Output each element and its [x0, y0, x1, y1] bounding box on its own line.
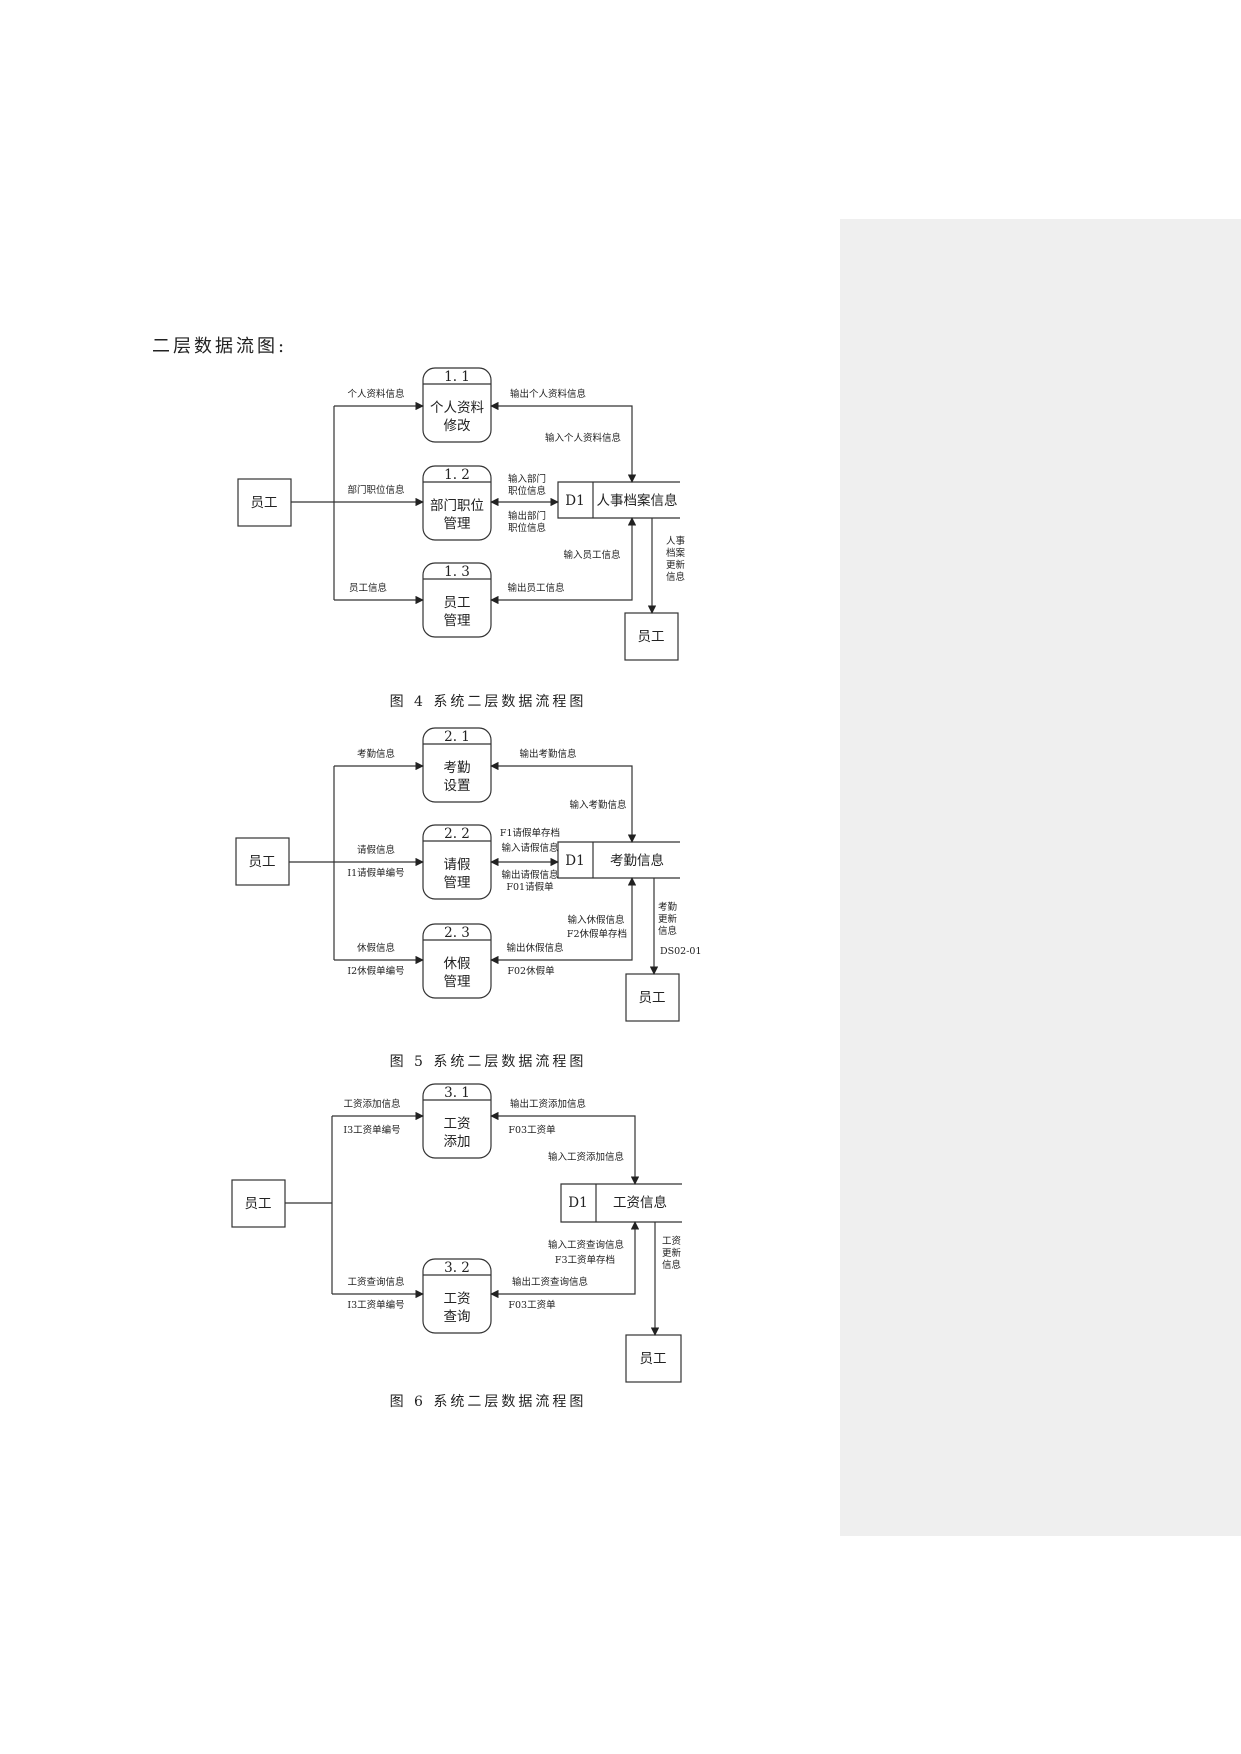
- entity-right-label: 员工: [640, 1351, 667, 1367]
- figure-caption: 图 6 系统二层数据流程图: [390, 1394, 587, 1410]
- flow-label: 输出员工信息: [507, 582, 564, 594]
- update-flow-label: 信息: [658, 925, 677, 937]
- flow-label: F01请假单: [506, 881, 554, 893]
- update-flow-label: 信息: [662, 1259, 681, 1271]
- flow-label: F1请假单存档: [500, 827, 560, 839]
- update-flow-label: 工资: [662, 1236, 682, 1247]
- process-name: 管理: [444, 516, 471, 532]
- figure-caption: 图 5 系统二层数据流程图: [390, 1054, 587, 1070]
- process-name: 工资: [444, 1116, 471, 1132]
- flow-label: 输出考勤信息: [519, 748, 576, 760]
- section-heading: 二层数据流图:: [152, 336, 288, 357]
- flow-label: 输入请假信息: [501, 842, 558, 854]
- flow-label: 部门职位信息: [347, 484, 404, 496]
- process-name: 管理: [444, 613, 471, 629]
- flow-label: 输出部门: [508, 510, 546, 522]
- process-id: 3. 2: [444, 1260, 470, 1276]
- entity-left-label: 员工: [249, 854, 276, 870]
- flow-label: 考勤信息: [357, 748, 395, 760]
- flow-label: 休假信息: [357, 942, 395, 954]
- flow-label: F03工资单: [508, 1124, 556, 1136]
- process-name: 部门职位: [430, 498, 484, 514]
- process-id: 1. 3: [444, 564, 470, 580]
- flow-label: 输出工资查询信息: [512, 1276, 588, 1288]
- flow-label: 个人资料信息: [347, 388, 404, 400]
- update-flow-label: 人事: [666, 535, 686, 547]
- process-id: 2. 3: [444, 925, 470, 941]
- flow-label: 输出休假信息: [506, 942, 563, 954]
- process-name: 考勤: [444, 760, 471, 776]
- flow-label: 输入工资添加信息: [548, 1151, 624, 1163]
- update-flow-label: 信息: [666, 571, 685, 583]
- flow-label: I1请假单编号: [347, 867, 404, 879]
- flow-label: 输入考勤信息: [569, 799, 626, 811]
- data-store-id: D1: [565, 853, 584, 869]
- process-name: 查询: [444, 1309, 471, 1325]
- process-id: 2. 2: [444, 826, 470, 842]
- entity-left-label: 员工: [251, 495, 278, 511]
- update-flow-label: 更新: [662, 1247, 682, 1259]
- flow-label: 请假信息: [357, 844, 395, 856]
- process-name: 设置: [444, 778, 471, 794]
- flow-label: 输入工资查询信息: [548, 1239, 624, 1251]
- data-store-name: 工资信息: [613, 1194, 667, 1211]
- process-id: 2. 1: [444, 729, 470, 745]
- process-id: 3. 1: [444, 1085, 470, 1101]
- flow-label: 输出个人资料信息: [510, 388, 586, 400]
- flow-label: F02休假单: [507, 965, 555, 977]
- figure-caption: 图 4 系统二层数据流程图: [390, 694, 587, 710]
- flow-label: F2休假单存档: [567, 928, 627, 940]
- flow-label: F3工资单存档: [555, 1254, 615, 1266]
- process-name: 管理: [444, 974, 471, 990]
- flow-label: 输出请假信息: [501, 869, 558, 881]
- process-id: 1. 2: [444, 467, 470, 483]
- update-flow-label: 更新: [658, 913, 678, 925]
- update-flow-label: 更新: [666, 559, 686, 571]
- flow-label: 工资添加信息: [343, 1098, 400, 1110]
- entity-left-label: 员工: [245, 1196, 272, 1212]
- flow-label: 员工信息: [349, 582, 387, 594]
- process-name: 管理: [444, 875, 471, 891]
- flow-label: 输入个人资料信息: [545, 432, 621, 444]
- flow-label: 职位信息: [508, 522, 546, 534]
- comment-sidebar: [840, 219, 1241, 1536]
- data-store-name: 考勤信息: [610, 852, 664, 869]
- data-store-id: D1: [568, 1195, 587, 1211]
- flow-label: 输入部门: [508, 473, 546, 485]
- data-store-name: 人事档案信息: [597, 492, 678, 509]
- entity-right-label: 员工: [638, 629, 665, 645]
- process-name: 工资: [444, 1291, 471, 1307]
- flow-label: I3工资单编号: [347, 1299, 404, 1311]
- flow-label: 输出工资添加信息: [510, 1098, 586, 1110]
- process-name: 修改: [444, 418, 471, 434]
- figure-5-diagram: 员工 员工 2. 1 考勤 设置 2. 2 请假 管理 2. 3 休假 管理 D…: [235, 727, 702, 1070]
- flow-label: I2休假单编号: [347, 965, 404, 977]
- entity-right-label: 员工: [639, 990, 666, 1006]
- store-code-label: DS02-01: [660, 946, 702, 957]
- process-name: 请假: [444, 857, 471, 873]
- flow-label: I3工资单编号: [343, 1124, 400, 1136]
- update-flow-label: 档案: [666, 547, 686, 559]
- process-name: 添加: [444, 1134, 471, 1150]
- flow-label: 职位信息: [508, 485, 546, 497]
- process-name: 员工: [444, 595, 471, 611]
- flow-label: 输入员工信息: [563, 549, 620, 561]
- flow-label: 输入休假信息: [567, 914, 624, 926]
- process-name: 个人资料: [430, 400, 484, 416]
- figure-6-diagram: 员工 员工 3. 1 工资 添加 3. 2 工资 查询 D1 工资信息 工资添加…: [231, 1083, 682, 1410]
- process-name: 休假: [444, 956, 471, 972]
- update-flow-label: 考勤: [658, 901, 677, 913]
- figure-4-diagram: 员工 员工 1. 1 个人资料 修改 1. 2 部门职位 管理 1. 3 员工 …: [237, 367, 686, 710]
- data-store-id: D1: [565, 493, 584, 509]
- flow-label: 工资查询信息: [347, 1276, 404, 1288]
- flow-label: F03工资单: [508, 1299, 556, 1311]
- process-id: 1. 1: [444, 369, 470, 385]
